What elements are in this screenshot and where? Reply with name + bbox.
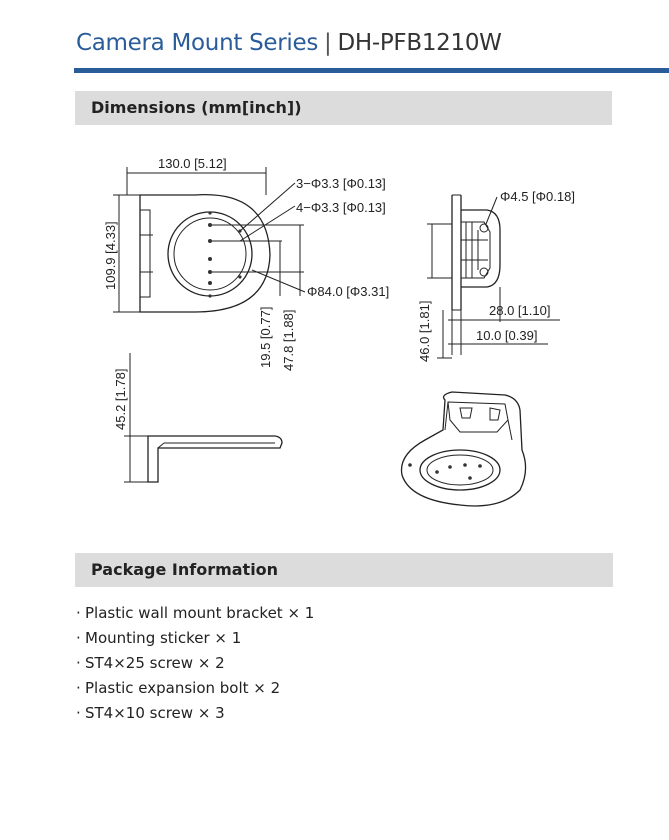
list-item-text: ST4×10 screw × 3 [85, 704, 225, 722]
dim-side-depth-a-label: 28.0 [1.10] [489, 303, 550, 318]
dim-diameter-label: Φ84.0 [Φ3.31] [307, 284, 389, 299]
dim-spacing-b-label: 47.8 [1.88] [281, 310, 296, 371]
isometric-view-drawing [400, 391, 527, 507]
dimension-drawings: 130.0 [5.12] 109.9 [4.33] 3−Φ3.3 [Φ0.13]… [103, 156, 575, 507]
list-item: ·Plastic expansion bolt × 2 [76, 676, 314, 701]
title-underline [74, 68, 669, 73]
list-bullet: · [76, 604, 81, 622]
list-item-text: Mounting sticker × 1 [85, 629, 242, 647]
profile-view-drawing [124, 353, 283, 483]
list-bullet: · [76, 704, 81, 722]
list-bullet: · [76, 679, 81, 697]
dim-side-depth-b-label: 10.0 [0.39] [476, 328, 537, 343]
list-item-text: ST4×25 screw × 2 [85, 654, 225, 672]
front-view-drawing [113, 167, 306, 313]
model-number: DH-PFB1210W [337, 30, 502, 56]
dimensions-section-header: Dimensions (mm[inch]) [75, 91, 612, 125]
list-item: ·Plastic wall mount bracket × 1 [76, 601, 314, 626]
list-bullet: · [76, 654, 81, 672]
dim-width-label: 130.0 [5.12] [158, 156, 227, 171]
side-view-drawing [427, 194, 560, 359]
page-title: Camera Mount Series|DH-PFB1210W [76, 30, 502, 56]
list-item: ·Mounting sticker × 1 [76, 626, 314, 651]
list-item-text: Plastic wall mount bracket × 1 [85, 604, 315, 622]
list-bullet: · [76, 629, 81, 647]
list-item-text: Plastic expansion bolt × 2 [85, 679, 281, 697]
dim-height-label: 109.9 [4.33] [103, 221, 118, 290]
package-list: ·Plastic wall mount bracket × 1 ·Mountin… [76, 601, 314, 726]
dim-side-height-label: 46.0 [1.81] [417, 301, 432, 362]
package-section-header: Package Information [75, 553, 613, 587]
list-item: ·ST4×25 screw × 2 [76, 651, 314, 676]
list-item: ·ST4×10 screw × 3 [76, 701, 314, 726]
dim-hole3-label: 3−Φ3.3 [Φ0.13] [296, 176, 386, 191]
dim-spacing-a-label: 19.5 [0.77] [258, 307, 273, 368]
dim-side-hole-label: Φ4.5 [Φ0.18] [500, 189, 575, 204]
title-separator: | [324, 30, 332, 56]
series-name: Camera Mount Series [76, 30, 318, 56]
dim-profile-height-label: 45.2 [1.78] [113, 369, 128, 430]
dim-hole4-label: 4−Φ3.3 [Φ0.13] [296, 200, 386, 215]
